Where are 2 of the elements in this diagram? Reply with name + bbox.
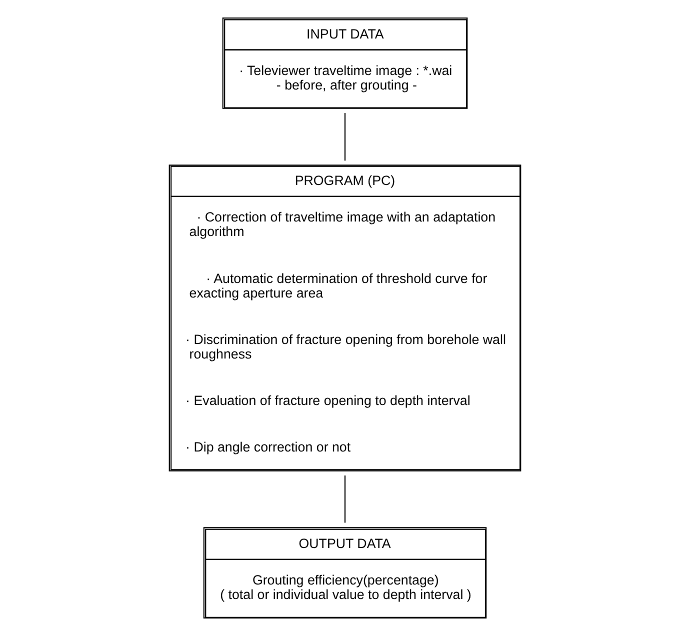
connector (344, 474, 346, 522)
connector (344, 112, 346, 160)
